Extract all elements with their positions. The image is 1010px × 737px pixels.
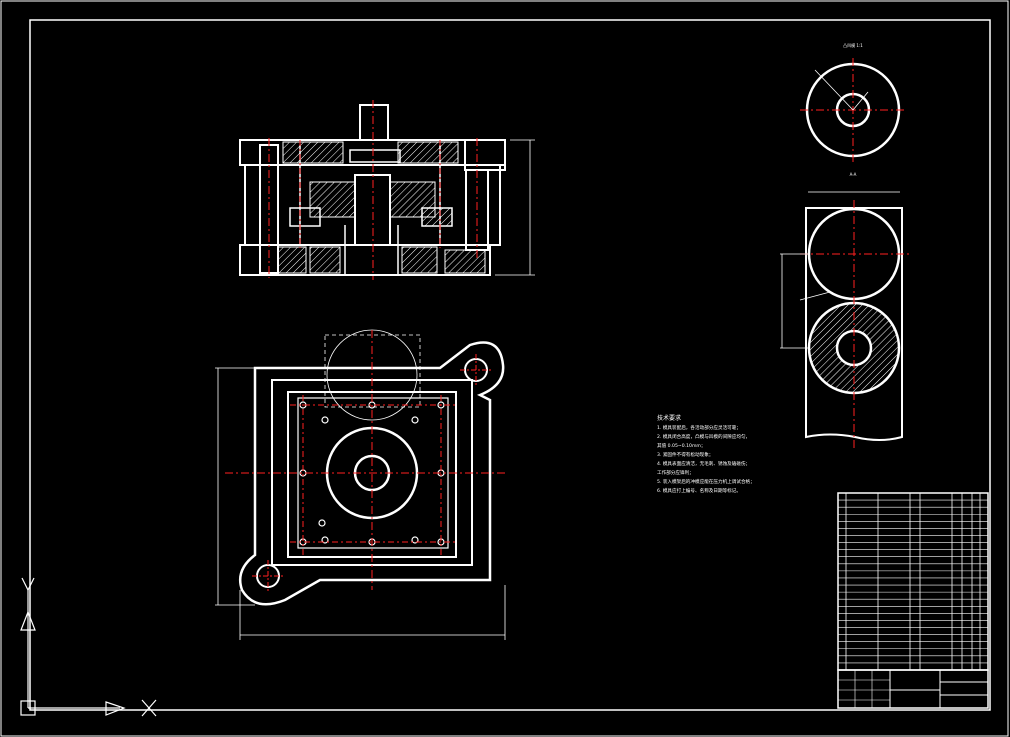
sheet-frame — [29, 19, 991, 711]
tech-req-line-6: 工作部分应锋利； — [657, 469, 694, 476]
tech-req-title: 技术要求 — [657, 414, 681, 422]
part-detail-top-view: 凸凹模 1:1 — [800, 42, 906, 162]
bom-frame — [837, 492, 989, 671]
technical-requirements: 技术要求 1. 模具装配后，各活动部分应灵活可靠； 2. 模具闭合高度，凸模与凹… — [657, 414, 755, 494]
ucs-axis-icon — [20, 577, 157, 717]
plan-view — [215, 329, 506, 640]
tech-req-line-2: 2. 模具闭合高度，凸模与凹模的间隙应均匀， — [657, 433, 750, 440]
side-view-caption: A-A — [850, 172, 857, 177]
tech-req-line-1: 1. 模具装配后，各活动部分应灵活可靠； — [657, 424, 741, 431]
tech-req-line-5: 4. 模具表面应清洁，无毛刺、锈蚀及磕碰伤； — [657, 460, 750, 467]
title-block — [837, 669, 989, 709]
top-view-caption: 凸凹模 1:1 — [843, 42, 863, 48]
tech-req-line-4: 3. 紧固件不得有松动现象； — [657, 451, 713, 458]
tech-req-line-8: 6. 模具应打上编号、名称及日期等标记。 — [657, 487, 741, 494]
tech-req-line-7: 5. 装入模架后的冲模应能在压力机上调试合格； — [657, 478, 755, 485]
bill-of-materials — [837, 492, 989, 671]
part-detail-section-view: A-A — [780, 172, 910, 450]
front-section-view — [239, 100, 535, 280]
tech-req-line-3: 其值 0.05~0.10mm； — [657, 442, 706, 449]
